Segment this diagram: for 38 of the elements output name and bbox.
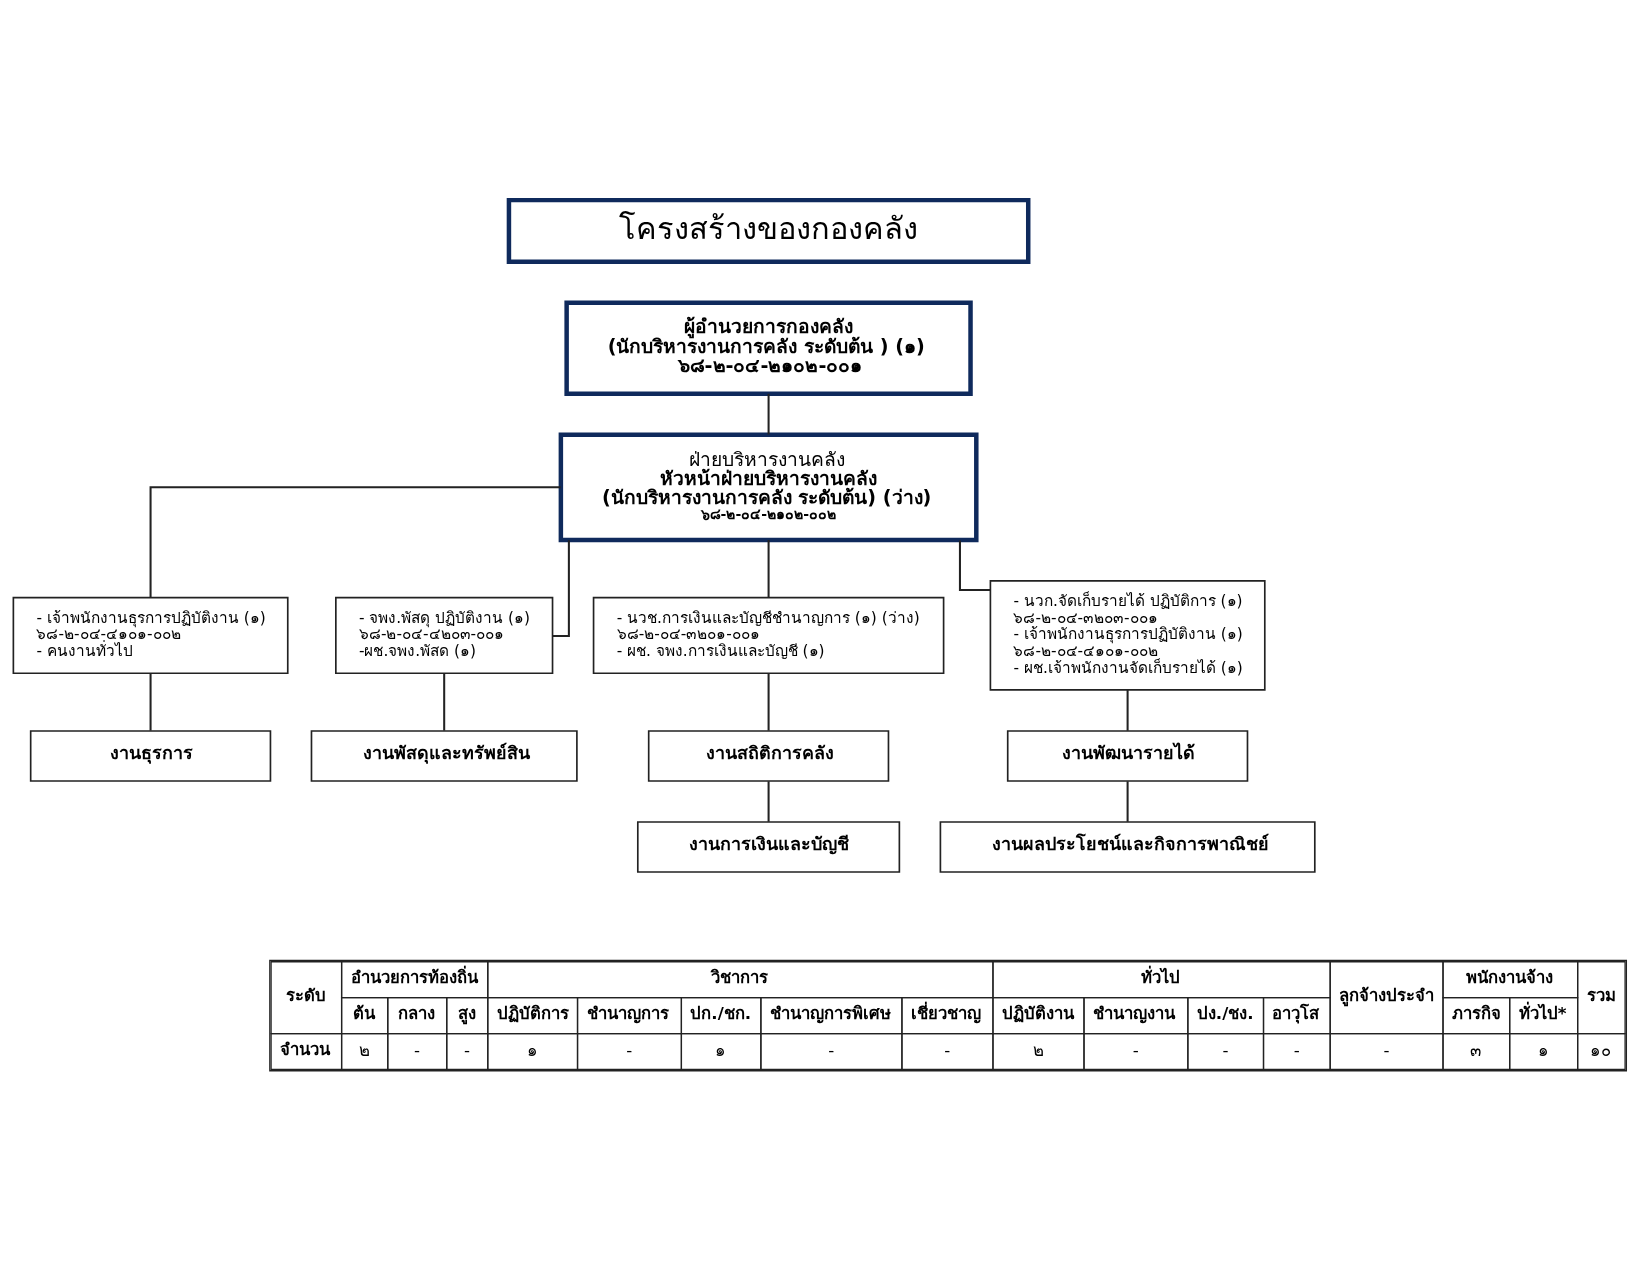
label: ชำนาญงาน [1092,1003,1175,1023]
label: ภารกิจ [1452,1003,1501,1023]
label: - [1293,1040,1300,1060]
label: ชำนาญการ [586,1003,669,1023]
label: ๑๐ [1590,1040,1612,1060]
label: - [944,1040,951,1060]
label: ๒ [358,1040,370,1060]
label: - [1132,1040,1139,1060]
label: ชำนาญการพิเศษ [769,1003,891,1023]
label: เชี่ยวชาญ [910,1003,981,1023]
label: จำนวน [280,1039,331,1059]
label: ระดับ [286,985,327,1005]
label: ๑ [715,1040,727,1060]
label: รวม [1586,985,1616,1005]
label: - [414,1040,421,1060]
label: ลูกจ้างประจำ [1339,985,1435,1005]
label: ๒ [1032,1040,1044,1060]
label: ปฏิบัติการ [496,1003,569,1023]
label: อาวุโส [1272,1003,1320,1023]
label: - [1383,1040,1390,1060]
label: ๑ [526,1040,538,1060]
label: ต้น [353,1003,376,1023]
label: อำนวยการท้องถิ่น [350,967,478,987]
label: สูง [457,1003,476,1023]
label: พนักงานจ้าง [1466,967,1554,987]
label: ปก./ชก. [690,1003,752,1023]
label: กลาง [398,1003,436,1023]
label: ๓ [1469,1040,1481,1060]
label: ทั่วไป [1141,967,1181,987]
label: ปง./ชง. [1196,1003,1254,1023]
label: วิชาการ [710,967,768,987]
label: ปฏิบัติงาน [1001,1003,1074,1023]
label: ทั่วไป* [1518,1003,1567,1023]
label: - [828,1040,835,1060]
label: ๑ [1537,1040,1549,1060]
label: - [464,1040,471,1060]
label: - [1222,1040,1229,1060]
label: - [626,1040,633,1060]
